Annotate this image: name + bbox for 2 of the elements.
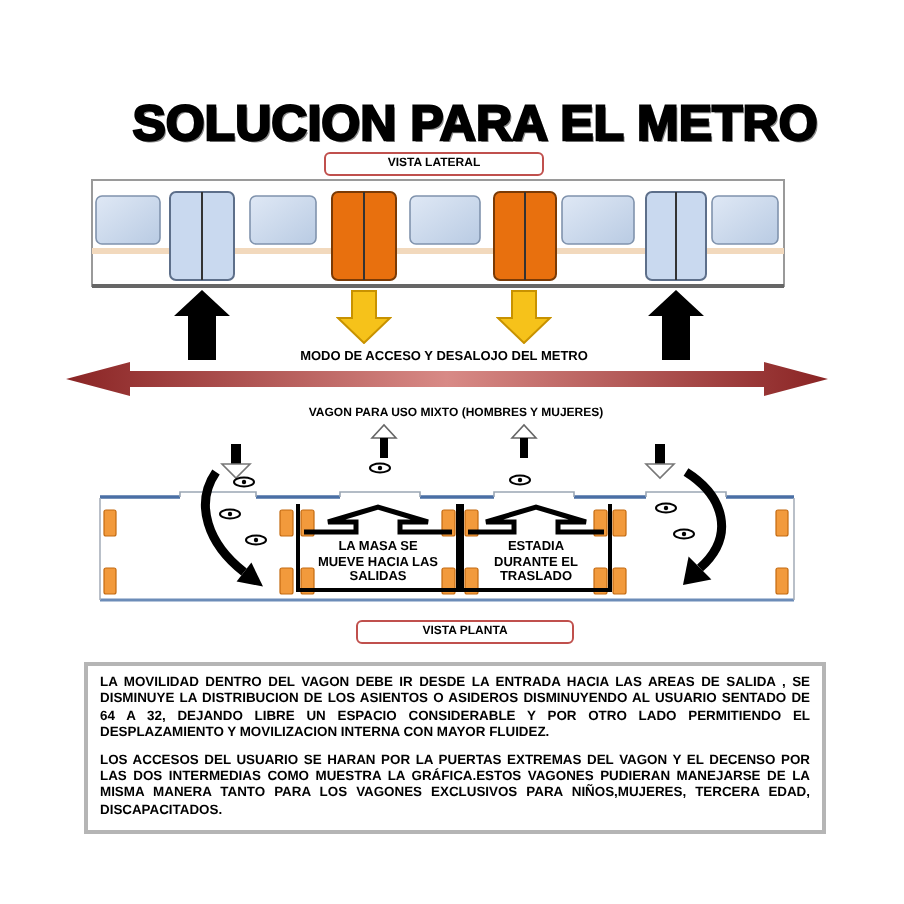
description-panel (84, 662, 826, 835)
page-title: SOLUCION PARA EL METRO (130, 100, 820, 150)
